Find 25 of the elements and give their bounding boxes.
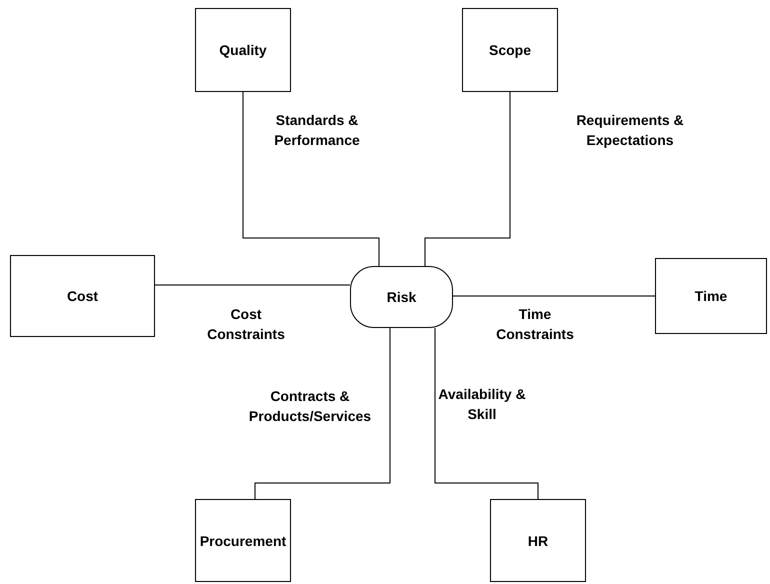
- process-box: [195, 499, 291, 582]
- process-box: [490, 499, 586, 582]
- connector-line: [434, 328, 538, 500]
- connector-line: [154, 284, 350, 286]
- node-label: Risk: [386, 289, 416, 305]
- connector-line: [242, 92, 380, 266]
- edge-label: Standards & Performance: [273, 111, 361, 150]
- node-label: HR: [528, 532, 548, 548]
- node-label: Procurement: [200, 532, 286, 548]
- edge-label: Availability & Skill: [437, 385, 527, 424]
- rounded-process-box: [350, 266, 453, 328]
- process-box: [462, 8, 558, 92]
- edge-label: Contracts & Products/Services: [248, 387, 372, 426]
- edge-label: Time Constraints: [495, 305, 575, 344]
- node-label: Scope: [488, 42, 531, 58]
- edge-label: Cost Constraints: [206, 305, 286, 344]
- connector-line: [254, 328, 390, 500]
- node-label: Quality: [219, 42, 267, 58]
- connector-line: [424, 92, 510, 266]
- process-box: [10, 255, 155, 337]
- node-label: Cost: [66, 288, 98, 304]
- node-label: Time: [694, 288, 728, 304]
- edge-label: Requirements & Expectations: [575, 111, 685, 150]
- process-box: [195, 8, 291, 92]
- process-box: [655, 258, 767, 334]
